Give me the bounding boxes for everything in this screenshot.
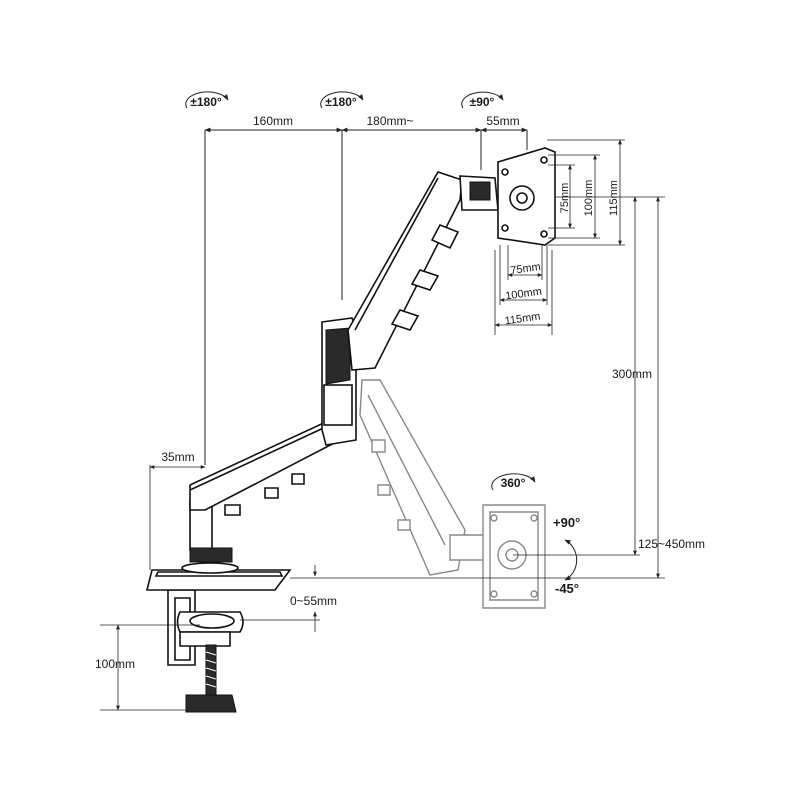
vesa-vertical-dims <box>547 139 625 246</box>
vesa-horizontal-dims <box>494 245 553 335</box>
dim-post-offset: 35mm <box>161 450 194 464</box>
head-joint <box>459 175 499 211</box>
elbow-joint <box>321 317 357 446</box>
desk-clamp <box>167 589 244 713</box>
lower-arm <box>189 418 342 516</box>
dim-head-offset: 55mm <box>486 114 519 128</box>
dim-vesa-mid-h: 100mm <box>583 180 595 217</box>
tilt-arrow <box>564 539 578 581</box>
dim-full-height: 125~450mm <box>638 537 705 551</box>
dim-vesa-small-w: 75mm <box>510 261 542 277</box>
tilt-down-label: -45° <box>555 581 579 596</box>
rotation-badge-head: ±90° <box>461 91 504 109</box>
svg-text:±90°: ±90° <box>470 95 495 109</box>
dim-arm-second: 180mm~ <box>366 114 413 128</box>
dim-height-range: 300mm <box>612 367 652 381</box>
rotation-badge-elbow: ±180° <box>320 91 364 109</box>
clamp-range-dim <box>100 624 200 711</box>
dim-desk-offset: 0~55mm <box>290 594 337 608</box>
top-dimension-lines <box>204 127 528 465</box>
post-offset-dim <box>149 465 206 570</box>
dim-vesa-mid-w: 100mm <box>505 286 543 303</box>
tilt-up-label: +90° <box>553 515 580 530</box>
dim-vesa-large-w: 115mm <box>504 311 541 328</box>
upper-arm <box>347 171 463 371</box>
svg-text:±180°: ±180° <box>190 95 222 109</box>
lowered-arm-ghost <box>359 379 486 576</box>
dim-arm-first: 160mm <box>253 114 293 128</box>
rotation-badge-swivel: 360° <box>491 473 536 491</box>
svg-text:±180°: ±180° <box>325 95 357 109</box>
rotation-badge-base: ±180° <box>185 91 229 109</box>
svg-text:360°: 360° <box>501 476 526 490</box>
base-plate <box>145 569 292 591</box>
support-post <box>181 499 239 574</box>
dim-clamp-range: 100mm <box>95 657 135 671</box>
dim-vesa-small-h: 75mm <box>559 183 571 214</box>
vesa-plate <box>497 147 556 246</box>
desk-offset-dim <box>240 565 320 632</box>
lowered-vesa-ghost <box>482 504 546 609</box>
height-dimension-lines <box>290 196 665 579</box>
dim-vesa-large-h: 115mm <box>608 180 620 216</box>
